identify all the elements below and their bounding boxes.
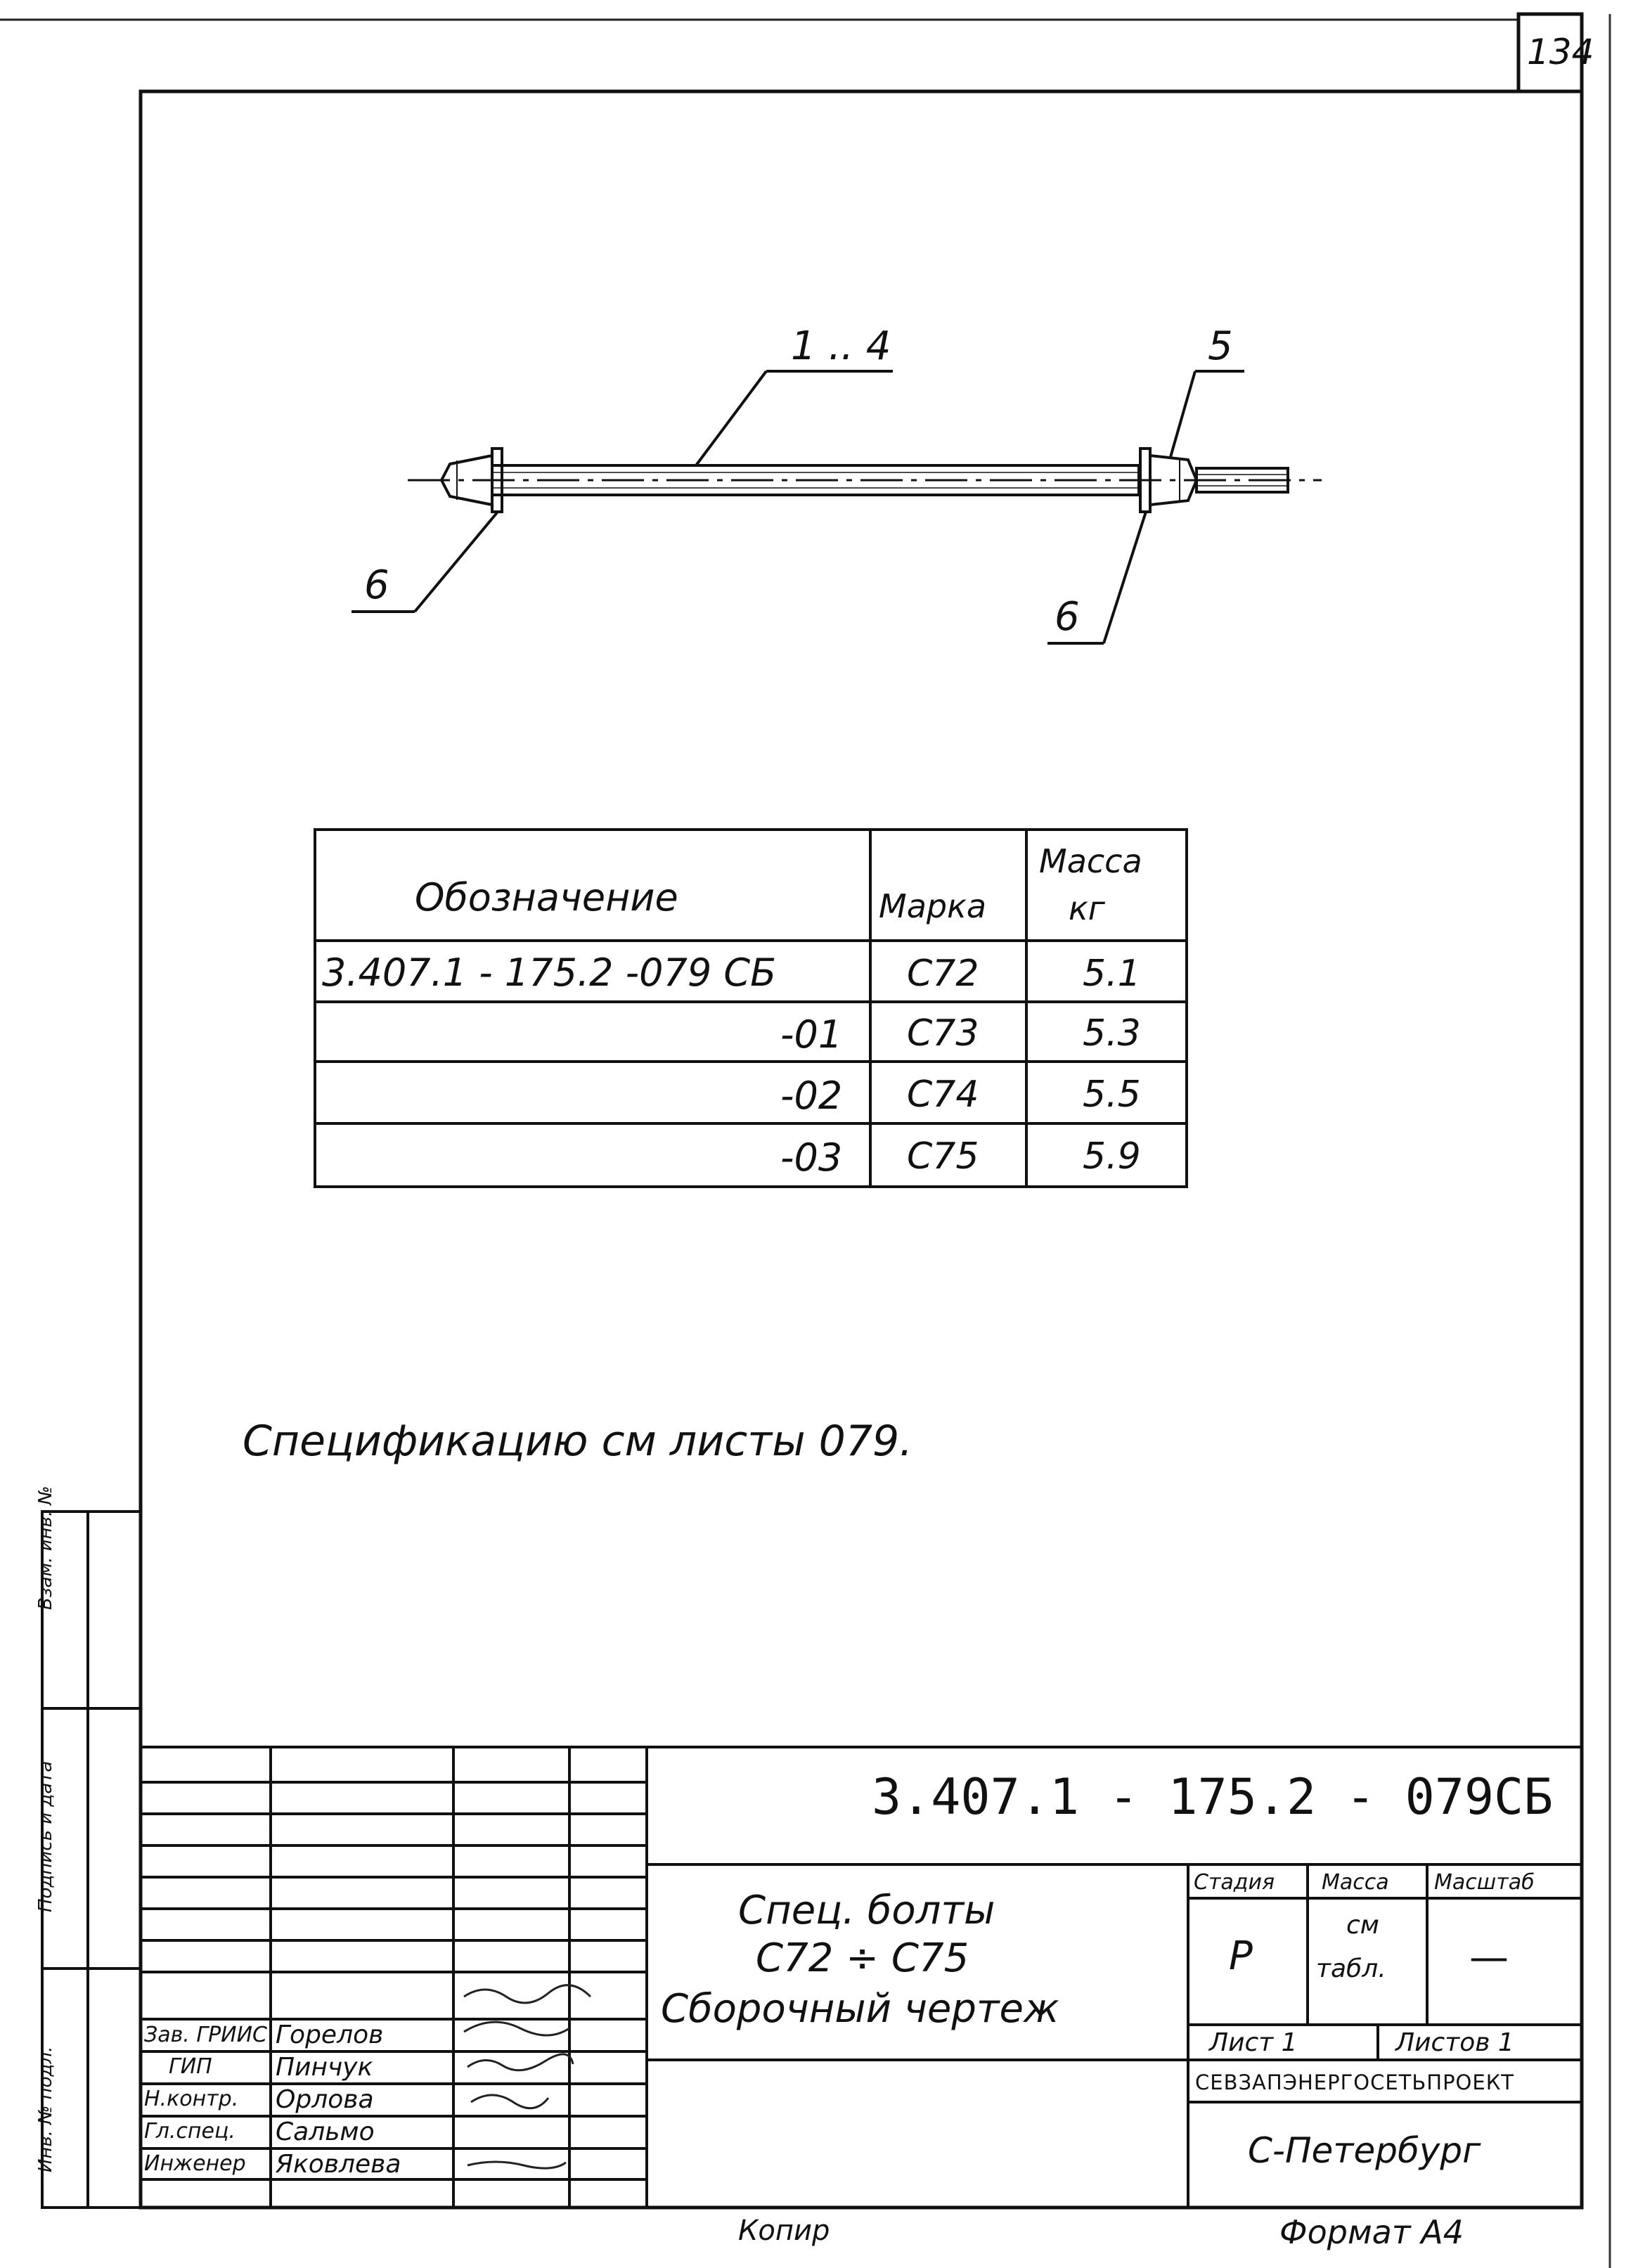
leader-washer-right: [1102, 511, 1147, 644]
callout-washer-right: 6: [1055, 594, 1080, 640]
leader-nut: [1169, 371, 1197, 458]
spec-header-designation: Обозначение: [415, 875, 678, 920]
side-stamp-signature-date: Подпись и дата: [35, 1760, 56, 1912]
document-code: 3.407.1 - 175.2 - 079СБ: [872, 1768, 1554, 1826]
mass-value-line2: табл.: [1316, 1954, 1386, 1983]
person-name: Горелов: [276, 2021, 384, 2049]
scale-label: Масштаб: [1434, 1870, 1535, 1895]
leader-washer-left: [413, 510, 499, 613]
leader-rod: [695, 370, 768, 467]
stage-label: Стадия: [1194, 1870, 1275, 1895]
spec-row-mass: 5.1: [1083, 953, 1141, 995]
sheet-number: 134: [1527, 32, 1594, 72]
specification-note: Спецификацию см листы 079.: [243, 1417, 913, 1466]
sheet-label: Лист 1: [1209, 2028, 1298, 2057]
spec-row-designation: -01: [780, 1012, 843, 1057]
drawing-frame: [138, 89, 1584, 2210]
sheets-label: Листов 1: [1395, 2028, 1514, 2057]
spec-row-mark: С74: [907, 1074, 979, 1116]
spec-row-designation: 3.407.1 - 175.2 -079 СБ: [322, 951, 777, 995]
scale-value: —: [1469, 1935, 1509, 1980]
callout-washer-left: 6: [364, 562, 389, 608]
role-label: Зав. ГРИИС: [144, 2023, 268, 2047]
sheet-number-box: [1516, 12, 1584, 94]
spec-row-designation: -02: [780, 1074, 843, 1118]
right-nut: [1149, 453, 1199, 507]
spec-header-mass-unit: кг: [1069, 889, 1105, 927]
role-label: Н.контр.: [144, 2087, 239, 2111]
side-stamp-replace-inv: Взам. инв. №: [35, 1486, 56, 1610]
spec-row-mass: 5.5: [1083, 1074, 1141, 1116]
footer-format: Формат А4: [1279, 2213, 1464, 2251]
role-label: Инженер: [144, 2151, 246, 2176]
spec-row-mark: С73: [907, 1012, 979, 1055]
callout-rod: 1 .. 4: [791, 323, 891, 369]
stage-value: Р: [1229, 1933, 1253, 1979]
spec-row-designation: -03: [780, 1135, 843, 1180]
person-name: Яковлева: [276, 2150, 401, 2179]
title-block-grid: [141, 1746, 1582, 2208]
spec-header-mass: Масса: [1039, 842, 1142, 880]
organization-city: С-Петербург: [1248, 2130, 1481, 2171]
spec-row-mark: С72: [907, 953, 979, 995]
footer-copied: Копир: [738, 2215, 830, 2247]
spec-row-mass: 5.9: [1083, 1135, 1141, 1178]
person-name: Сальмо: [276, 2118, 375, 2146]
role-label: Гл.спец.: [144, 2119, 236, 2144]
drawing-name-line1: Спец. болты: [738, 1888, 995, 1933]
callout-nut: 5: [1208, 323, 1233, 369]
spec-row-mark: С75: [907, 1135, 979, 1178]
left-nut: [439, 453, 494, 507]
person-name: Пинчук: [276, 2053, 373, 2082]
side-stamp-inv-original: Инв. № подл.: [35, 2046, 56, 2172]
signature-scribbles: [463, 1984, 592, 2170]
person-name: Орлова: [276, 2085, 374, 2114]
mass-value-line1: см: [1346, 1911, 1379, 1940]
bolt-thread-end: [1195, 467, 1289, 494]
organization-name: СЕВЗАПЭНЕРГОСЕТЬПРОЕКТ: [1195, 2070, 1515, 2094]
role-label: ГИП: [169, 2054, 212, 2079]
spec-header-mark: Марка: [879, 887, 987, 925]
spec-row-mass: 5.3: [1083, 1012, 1141, 1055]
side-stamp-frame: [41, 1510, 142, 2209]
spec-table-grid: [314, 828, 1188, 1188]
bolt-drawing: [352, 370, 1322, 645]
drawing-name-line3: Сборочный чертеж: [661, 1986, 1059, 2032]
mass-label: Масса: [1322, 1870, 1389, 1895]
drawing-name-line2: С72 ÷ С75: [756, 1935, 969, 1981]
